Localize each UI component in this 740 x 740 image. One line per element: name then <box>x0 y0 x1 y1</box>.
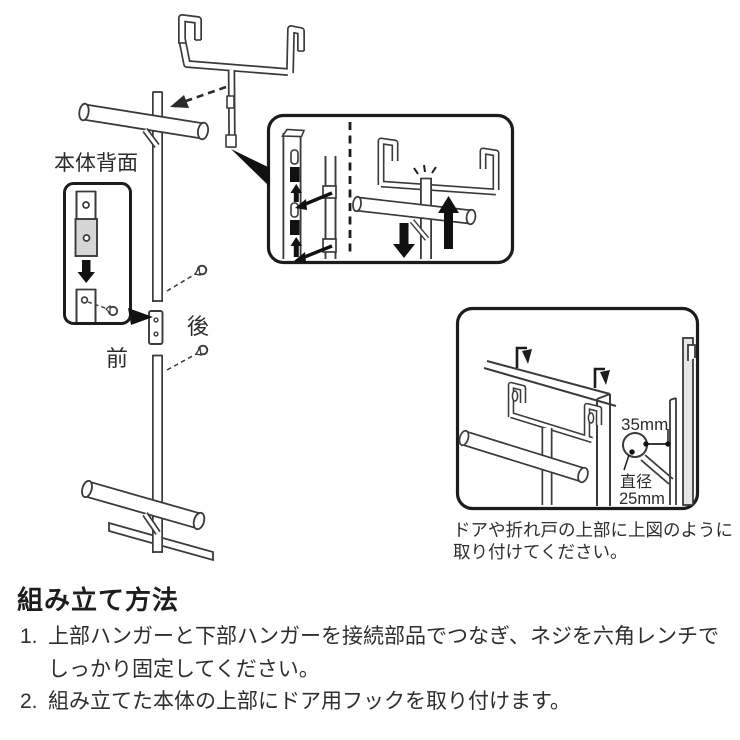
door-inset-caption: ドアや折れ戸の上部に上図のように 取り付けてください。 <box>453 520 733 563</box>
slide-down-arrow <box>77 260 95 283</box>
caption-line-2: 取り付けてください。 <box>453 541 628 562</box>
stem-tab-lower <box>225 134 237 148</box>
connector-detail-inset <box>63 182 132 325</box>
inset1-callout-wedge <box>128 308 153 325</box>
door-edge-side-view <box>669 337 696 506</box>
door-hook-piece-drawing <box>178 14 305 148</box>
push-down-arrow <box>393 223 415 258</box>
insert-arrow <box>295 191 333 210</box>
step-number: 2. <box>20 690 38 713</box>
door-mount-inset: 35mm 直径 25mm <box>455 306 700 511</box>
assembly-diagram: 本体背面 後 前 <box>54 14 700 562</box>
assembly-step-2-line-1: 2. 組み立てた本体の上部にドア用フックを取り付けます。 <box>20 685 571 715</box>
step-number: 1. <box>20 625 38 648</box>
insert-arrow <box>294 244 333 263</box>
screw-upper <box>166 264 208 292</box>
dim-35mm-label: 35mm <box>621 415 668 434</box>
stem-tab-upper <box>226 95 235 109</box>
hook-bar-click-detail <box>352 137 500 259</box>
slide-up-arrow <box>290 237 302 257</box>
step-text: 上部ハンガーと下部ハンガーを接続部品でつなぎ、ネジを六角レンチで <box>48 625 719 648</box>
post-slots-detail <box>281 128 337 263</box>
slot-assembly-inset <box>266 113 515 265</box>
step-text: 組み立てた本体の上部にドア用フックを取り付けます。 <box>48 690 571 713</box>
diameter-label: 直径 <box>620 473 652 491</box>
bar-end-cap <box>78 102 90 122</box>
push-up-arrow <box>438 196 459 249</box>
bar-end-cap <box>196 121 210 141</box>
slide-up-arrow <box>290 184 302 202</box>
hook-over-arrow <box>593 367 610 388</box>
assembly-step-1-line-2: しっかり固定してください。 <box>48 653 320 683</box>
hanger-body-drawing <box>78 91 214 562</box>
attach-direction-arrow <box>170 85 227 108</box>
diameter-value: 25mm <box>619 490 665 508</box>
click-sparkle-icon <box>413 164 437 175</box>
front-label: 前 <box>106 346 128 371</box>
assembly-instructions-heading: 組み立て方法 <box>17 585 180 615</box>
bar-end-cap <box>192 511 206 531</box>
rear-label: 後 <box>187 314 209 339</box>
step-text: しっかり固定してください。 <box>48 658 320 681</box>
inset2-callout-wedge <box>231 149 270 187</box>
screw-lower <box>166 344 209 371</box>
back-panel-label: 本体背面 <box>54 152 138 175</box>
dimension-annotation <box>622 429 674 485</box>
bar-end-cap <box>81 479 93 499</box>
connector-piece <box>148 310 164 345</box>
assembly-step-1-line-1: 1. 上部ハンガーと下部ハンガーを接続部品でつなぎ、ネジを六角レンチで <box>20 620 719 650</box>
caption-line-1: ドアや折れ戸の上部に上図のように <box>453 520 733 540</box>
hook-over-arrow <box>515 346 532 368</box>
